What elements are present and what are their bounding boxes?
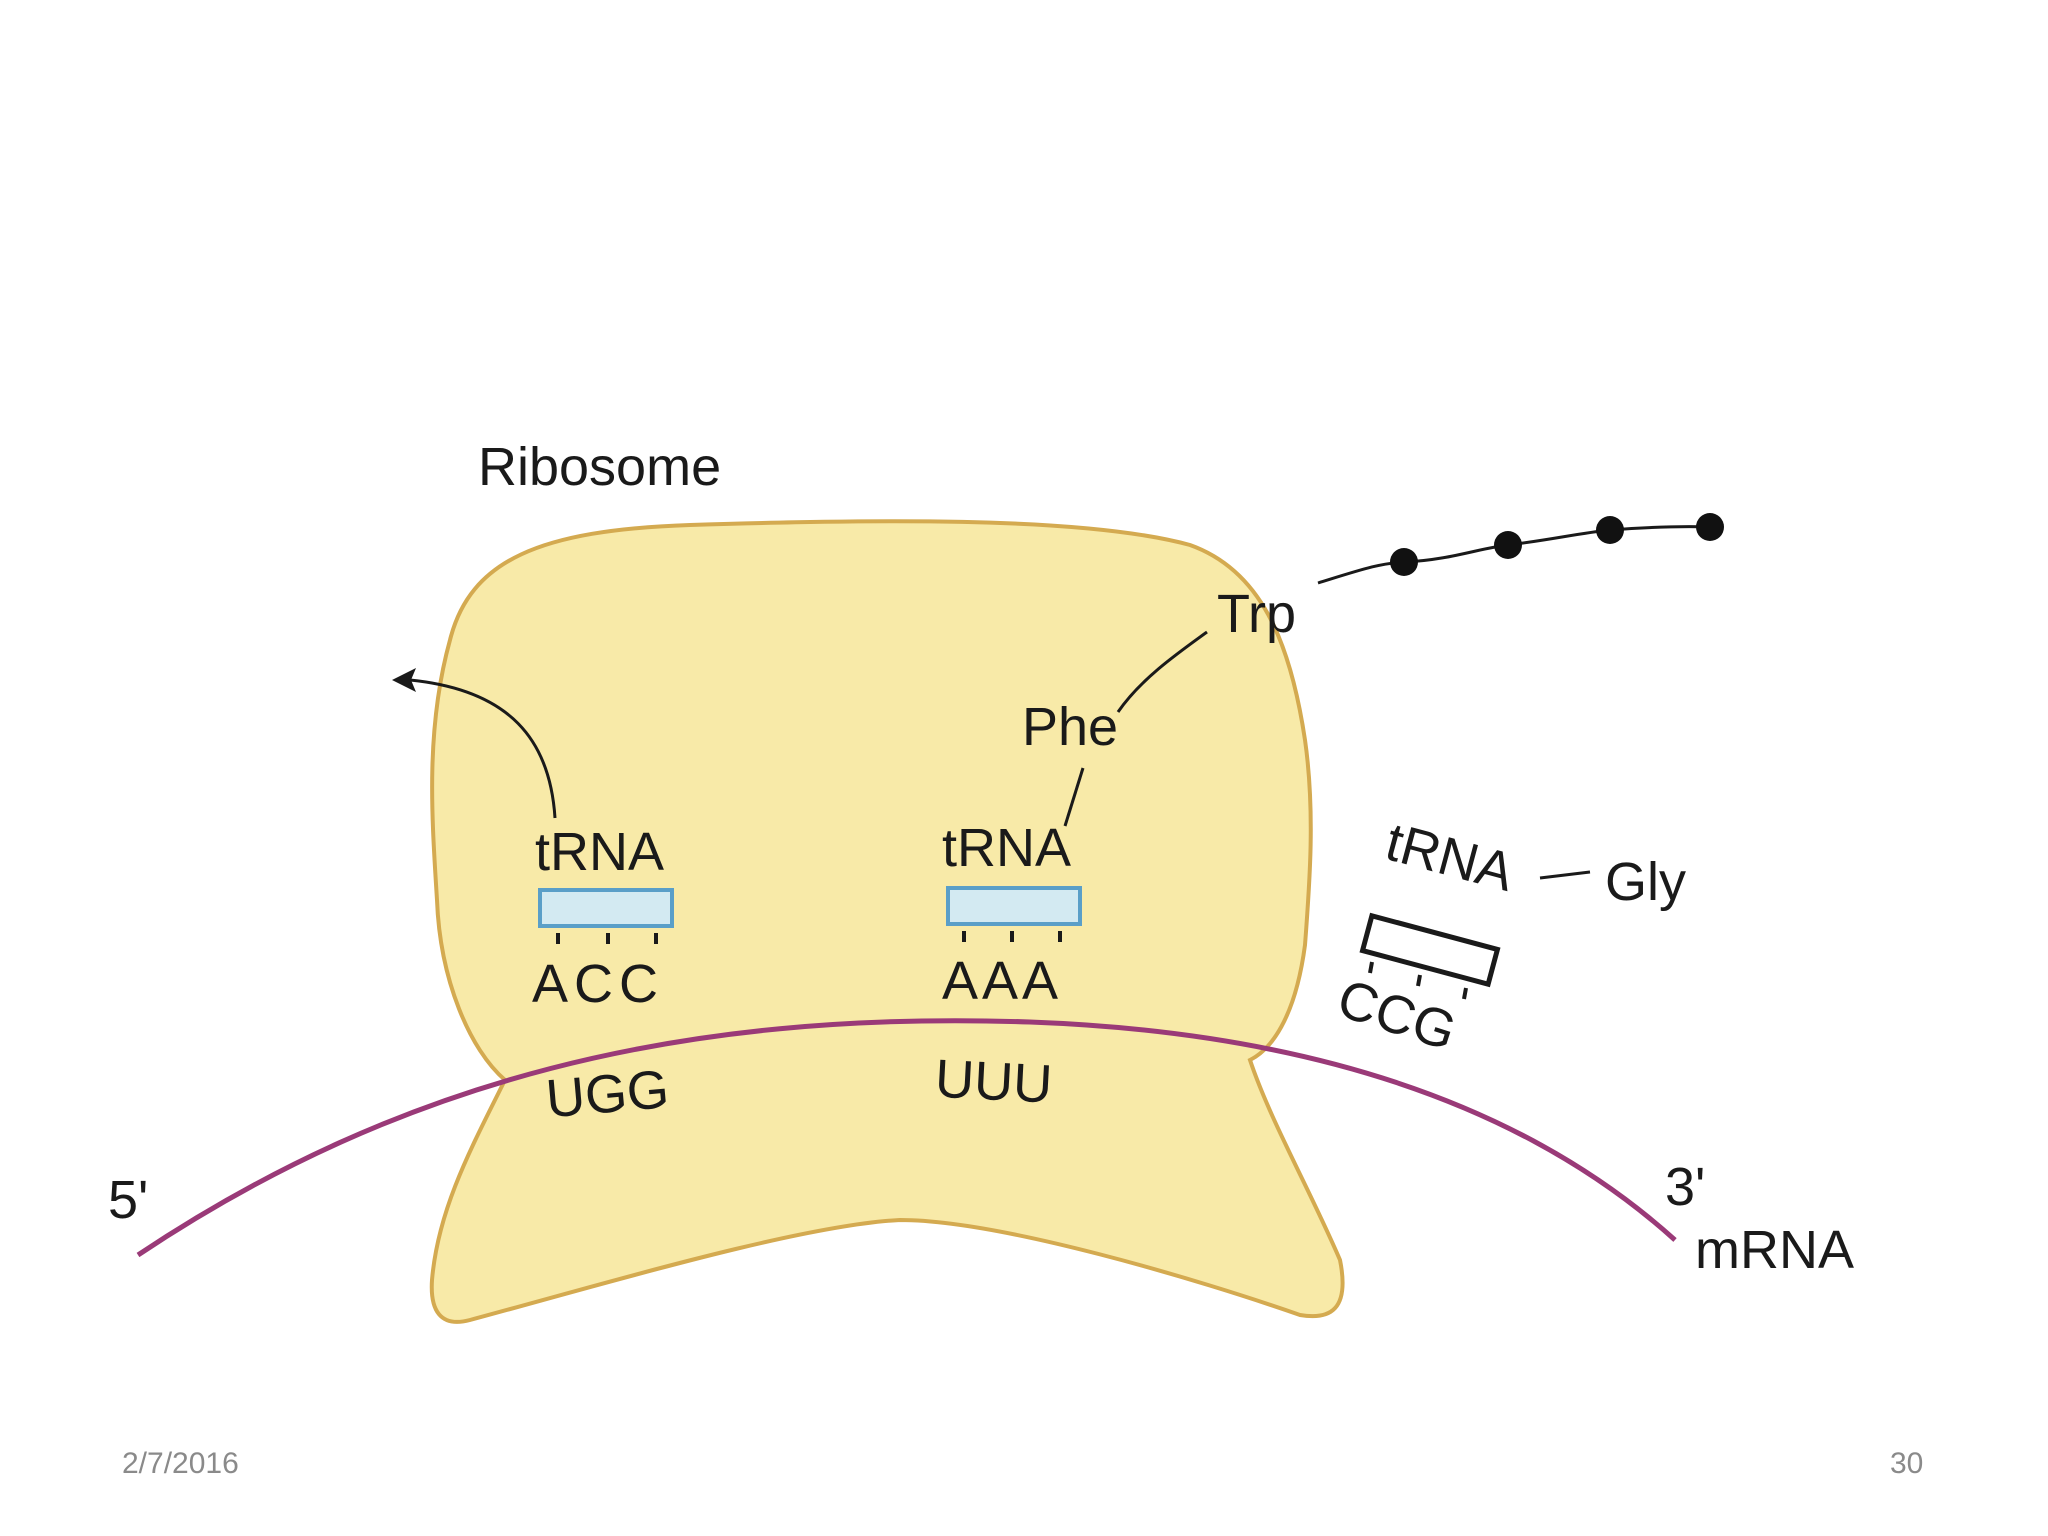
- slide-date: 2/7/2016: [122, 1447, 239, 1480]
- anticodon-incoming: CCG: [1331, 968, 1464, 1062]
- ribosome-body: [429, 519, 1345, 1324]
- anticodon-box-exit: [538, 888, 674, 928]
- anticodon-exit: ACC: [532, 954, 664, 1014]
- base-pair-ticks: [556, 931, 1468, 1000]
- codon-peptidyl: UUU: [934, 1049, 1054, 1115]
- trp-phe-link: [1116, 630, 1208, 713]
- ribosome-label: Ribosome: [478, 437, 721, 497]
- slide-page-number: 30: [1890, 1447, 1924, 1480]
- anticodon-box-peptidyl: [946, 886, 1082, 926]
- five-prime-label: 5': [108, 1170, 148, 1230]
- arrowhead-icon: [392, 668, 416, 692]
- gly-link: [1539, 870, 1591, 880]
- amino-acid-bead: [1390, 548, 1418, 576]
- amino-acid-bead: [1596, 516, 1624, 544]
- three-prime-label: 3': [1665, 1157, 1705, 1217]
- gly-label: Gly: [1605, 852, 1686, 912]
- amino-acid-bead: [1696, 513, 1724, 541]
- trna-peptidyl-label: tRNA: [942, 818, 1071, 878]
- trp-label: Trp: [1217, 584, 1296, 644]
- polypeptide-chain: [1063, 513, 1724, 827]
- trna-incoming-label: tRNA: [1380, 812, 1520, 903]
- mrna-strand: [136, 1018, 1677, 1258]
- phe-label: Phe: [1022, 697, 1118, 757]
- amino-acid-bead: [1494, 531, 1522, 559]
- trna-exit-label: tRNA: [535, 822, 664, 882]
- anticodon-box-incoming: [1359, 912, 1501, 988]
- exit-arrow: [392, 668, 557, 819]
- anticodon-peptidyl: AAA: [942, 951, 1062, 1011]
- phe-trna-link: [1063, 767, 1085, 827]
- codon-exit: UGG: [544, 1059, 672, 1129]
- mrna-label: mRNA: [1695, 1220, 1854, 1280]
